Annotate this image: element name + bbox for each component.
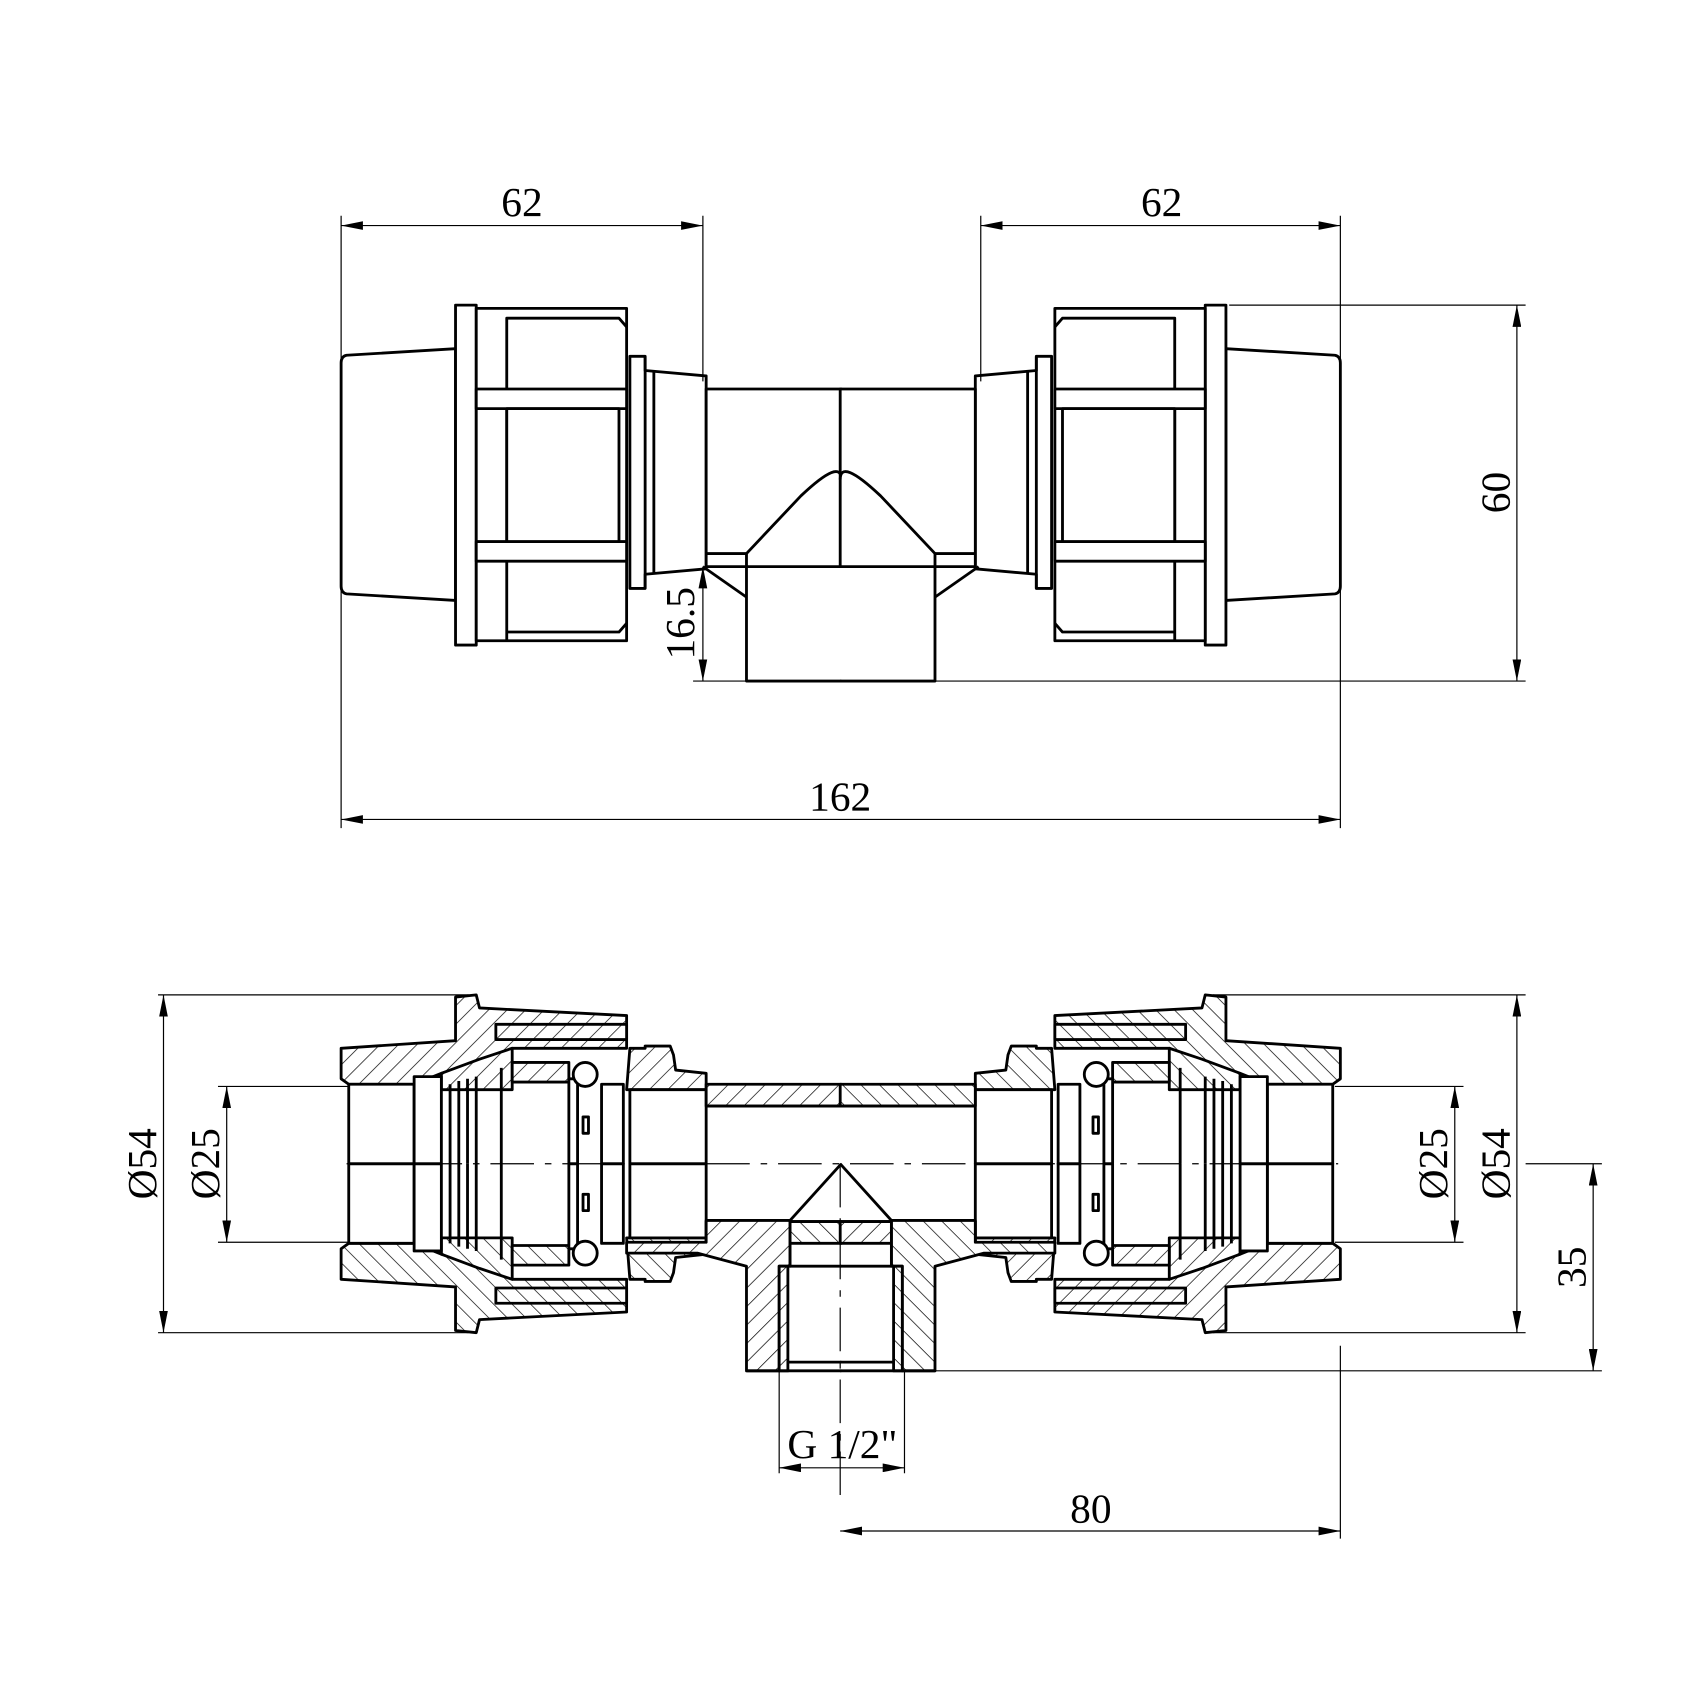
dim-total-length: 162 bbox=[809, 774, 871, 820]
dim-left-length: 62 bbox=[501, 179, 542, 225]
top-view: 62 62 162 60 16.5 bbox=[339, 179, 1526, 829]
dim-inner-diameter-right: Ø25 bbox=[1410, 1128, 1456, 1199]
dim-inner-diameter-left: Ø25 bbox=[182, 1128, 228, 1199]
dim-outlet-height: 35 bbox=[1549, 1247, 1595, 1288]
dim-thread: G 1/2" bbox=[787, 1421, 897, 1467]
dim-half-length: 80 bbox=[1070, 1485, 1111, 1531]
dim-outer-diameter-left: Ø54 bbox=[119, 1128, 165, 1200]
dim-height: 60 bbox=[1472, 472, 1518, 513]
dim-outer-diameter-right: Ø54 bbox=[1472, 1128, 1518, 1200]
dim-outlet-offset: 16.5 bbox=[657, 587, 703, 659]
section-view: Ø54 Ø25 Ø25 Ø54 35 G 1/2" 80 bbox=[119, 993, 1602, 1539]
dim-right-length: 62 bbox=[1141, 179, 1182, 225]
